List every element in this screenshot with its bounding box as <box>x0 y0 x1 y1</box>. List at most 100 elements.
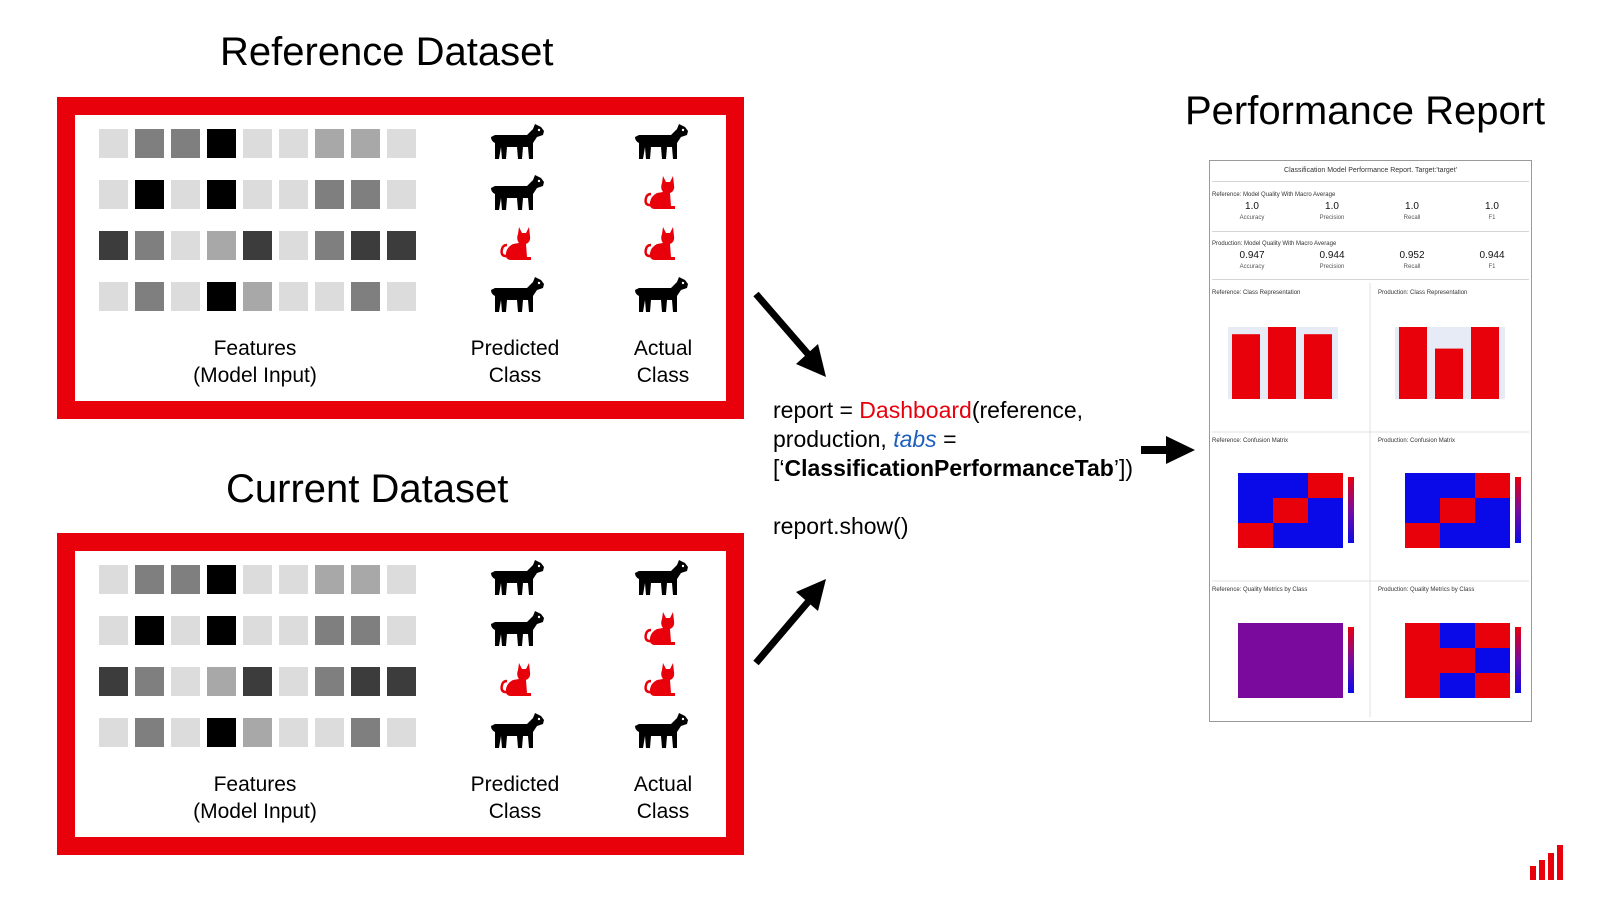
code-text: [‘ <box>773 455 785 481</box>
feature-cell <box>279 180 308 209</box>
code-text: ’]) <box>1113 455 1134 481</box>
heatmap-cell <box>1238 498 1273 523</box>
feature-cell <box>243 129 272 158</box>
prod-quality-class-label: Production: Quality Metrics by Class <box>1378 587 1475 593</box>
arrow-down-right-icon <box>753 291 826 377</box>
feature-cell <box>387 565 416 594</box>
code-text: (reference, <box>971 397 1084 423</box>
code-text: = <box>936 426 957 452</box>
arrow-up-right-icon <box>753 579 826 666</box>
metric-value: 1.0 <box>1485 201 1499 212</box>
dog-icon <box>489 710 545 750</box>
class-bar <box>1232 334 1260 399</box>
heatmap-cell <box>1440 498 1475 523</box>
divider <box>1212 279 1529 280</box>
metric-name: Recall <box>1403 264 1421 270</box>
dog-icon <box>489 172 545 212</box>
heatmap-cell <box>1440 648 1475 673</box>
feature-cell <box>387 180 416 209</box>
feature-cell <box>315 616 344 645</box>
class-bar <box>1399 327 1427 399</box>
features-label: Features (Model Input) <box>193 337 317 387</box>
heatmap-cell <box>1405 473 1440 498</box>
heatmap-cell <box>1440 673 1475 698</box>
dog-icon <box>633 710 689 750</box>
feature-cell <box>351 565 380 594</box>
feature-cell <box>243 616 272 645</box>
feature-cell <box>171 565 200 594</box>
feature-cell <box>315 180 344 209</box>
dog-icon <box>633 121 689 161</box>
feature-row <box>99 718 423 748</box>
feature-grid <box>99 565 423 769</box>
feature-cell <box>243 565 272 594</box>
actual-class-label: Actual Class <box>633 337 693 387</box>
feature-cell <box>387 231 416 260</box>
cat-icon <box>633 172 689 212</box>
feature-cell <box>171 282 200 311</box>
heatmap-cell <box>1273 673 1308 698</box>
feature-cell <box>243 282 272 311</box>
feature-cell <box>135 231 164 260</box>
feature-cell <box>243 231 272 260</box>
feature-cell <box>207 129 236 158</box>
feature-cell <box>351 231 380 260</box>
cat-icon <box>489 223 545 263</box>
code-line-4: report.show() <box>773 513 909 539</box>
feature-cell <box>171 180 200 209</box>
dog-icon <box>633 274 689 314</box>
feature-cell <box>99 282 128 311</box>
feature-row <box>99 667 423 697</box>
feature-cell <box>207 231 236 260</box>
feature-cell <box>243 718 272 747</box>
code-line-1: report = Dashboard(reference, <box>773 396 1133 425</box>
dog-icon <box>489 274 545 314</box>
feature-cell <box>135 718 164 747</box>
feature-cell <box>99 231 128 260</box>
feature-cell <box>387 718 416 747</box>
arrow-right-icon <box>1141 436 1195 464</box>
metric-name: Recall <box>1403 215 1421 221</box>
feature-cell <box>387 616 416 645</box>
feature-cell <box>207 718 236 747</box>
feature-cell <box>99 667 128 696</box>
feature-cell <box>135 129 164 158</box>
heatmap-cell <box>1308 473 1343 498</box>
feature-cell <box>315 565 344 594</box>
heatmap-cell <box>1273 473 1308 498</box>
heatmap-cell <box>1273 498 1308 523</box>
class-bar <box>1268 327 1296 399</box>
feature-cell <box>279 616 308 645</box>
heatmap-cell <box>1475 498 1510 523</box>
heatmap-cell <box>1475 473 1510 498</box>
feature-cell <box>315 231 344 260</box>
heatmap-cell <box>1405 523 1440 548</box>
color-scale <box>1515 627 1521 693</box>
feature-cell <box>279 282 308 311</box>
heatmap-cell <box>1308 648 1343 673</box>
feature-cell <box>135 180 164 209</box>
current-dataset-panel: Features (Model Input) Predicted Class A… <box>57 533 744 855</box>
heatmap-cell <box>1238 473 1273 498</box>
feature-cell <box>171 231 200 260</box>
heatmap-cell <box>1405 623 1440 648</box>
feature-cell <box>135 667 164 696</box>
feature-cell <box>243 667 272 696</box>
feature-cell <box>207 616 236 645</box>
heatmap-cell <box>1405 498 1440 523</box>
heatmap-cell <box>1475 673 1510 698</box>
code-text: report = <box>773 397 860 423</box>
color-scale <box>1348 477 1354 543</box>
feature-cell <box>279 667 308 696</box>
metric-name: Accuracy <box>1239 264 1265 270</box>
feature-cell <box>171 129 200 158</box>
heatmap-cell <box>1308 623 1343 648</box>
feature-cell <box>99 616 128 645</box>
current-dataset-title: Current Dataset <box>226 467 509 511</box>
reference-dataset-title: Reference Dataset <box>220 30 554 74</box>
feature-cell <box>207 282 236 311</box>
feature-cell <box>99 565 128 594</box>
metric-name: Accuracy <box>1239 215 1265 221</box>
